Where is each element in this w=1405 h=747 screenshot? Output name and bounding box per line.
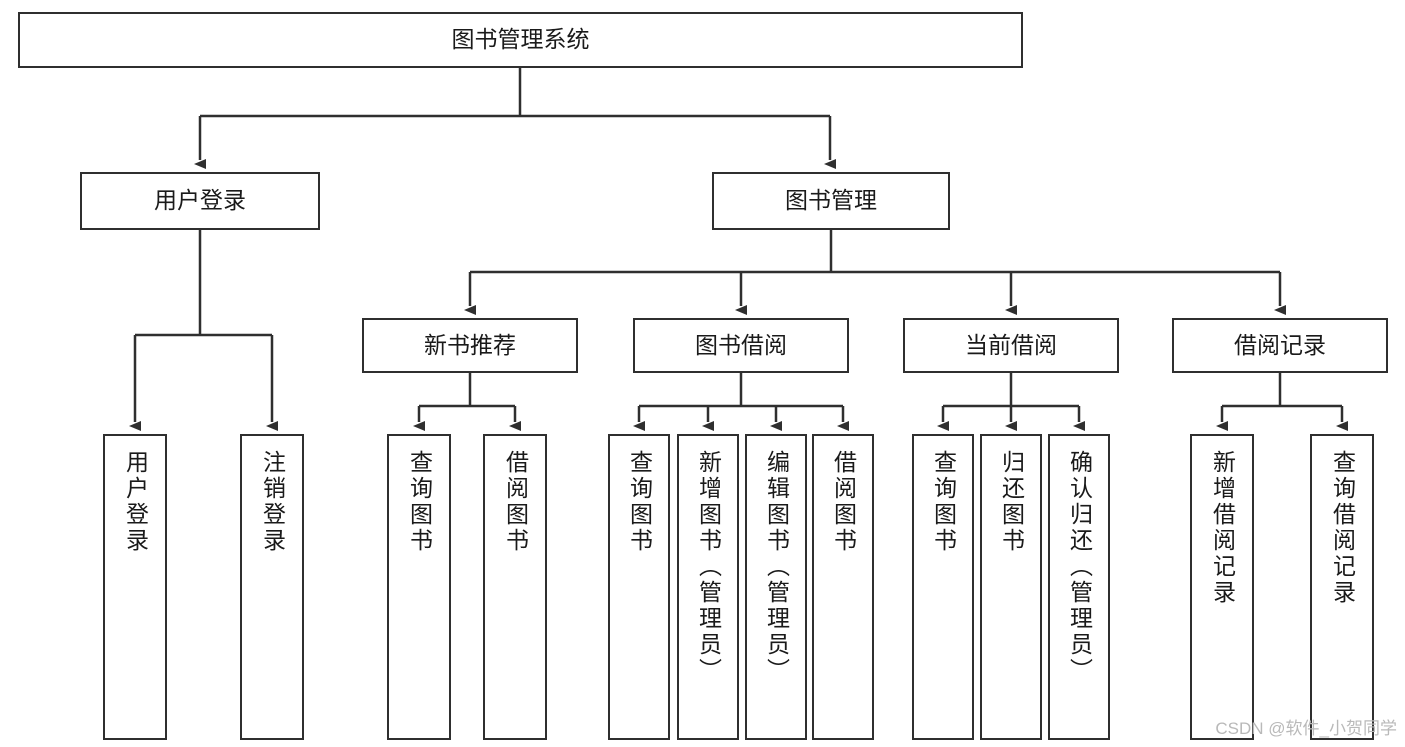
node-leaf-query-book-1-label: 查询图书 [406,450,433,554]
node-leaf-borrow-book-2[interactable]: 借阅图书 [812,434,874,740]
node-leaf-user-logout-label: 注销登录 [259,450,286,554]
node-leaf-confirm-return[interactable]: 确认归还（管理员） [1048,434,1110,740]
node-leaf-query-record-label: 查询借阅记录 [1329,450,1356,606]
node-leaf-add-book[interactable]: 新增图书（管理员） [677,434,739,740]
node-leaf-borrow-book-2-label: 借阅图书 [830,450,857,554]
node-leaf-return-book[interactable]: 归还图书 [980,434,1042,740]
node-current-borrow-label: 当前借阅 [965,331,1057,358]
node-book-borrow[interactable]: 图书借阅 [633,318,849,373]
node-leaf-add-record[interactable]: 新增借阅记录 [1190,434,1254,740]
node-leaf-user-login-label: 用户登录 [122,450,149,554]
node-new-book-recommend[interactable]: 新书推荐 [362,318,578,373]
node-root-label: 图书管理系统 [451,26,590,53]
node-leaf-query-book-2-label: 查询图书 [626,450,653,554]
node-leaf-query-book-1[interactable]: 查询图书 [387,434,451,740]
node-leaf-edit-book-label: 编辑图书（管理员） [763,450,790,684]
node-borrow-record[interactable]: 借阅记录 [1172,318,1388,373]
node-leaf-add-book-label: 新增图书（管理员） [695,450,722,684]
node-leaf-user-login[interactable]: 用户登录 [103,434,167,740]
node-leaf-query-record[interactable]: 查询借阅记录 [1310,434,1374,740]
node-borrow-record-label: 借阅记录 [1234,331,1326,358]
node-leaf-borrow-book-1[interactable]: 借阅图书 [483,434,547,740]
node-leaf-add-record-label: 新增借阅记录 [1209,450,1236,606]
node-book-manage-label: 图书管理 [785,187,877,214]
node-leaf-query-book-2[interactable]: 查询图书 [608,434,670,740]
node-leaf-confirm-return-label: 确认归还（管理员） [1066,450,1093,684]
node-leaf-query-book-3[interactable]: 查询图书 [912,434,974,740]
node-user-login[interactable]: 用户登录 [80,172,320,230]
node-leaf-return-book-label: 归还图书 [998,450,1025,554]
node-leaf-edit-book[interactable]: 编辑图书（管理员） [745,434,807,740]
node-leaf-query-book-3-label: 查询图书 [930,450,957,554]
node-book-manage[interactable]: 图书管理 [712,172,950,230]
node-user-login-label: 用户登录 [154,187,246,214]
node-leaf-user-logout[interactable]: 注销登录 [240,434,304,740]
node-book-borrow-label: 图书借阅 [695,331,787,358]
node-new-book-recommend-label: 新书推荐 [424,331,516,358]
node-current-borrow[interactable]: 当前借阅 [903,318,1119,373]
node-root[interactable]: 图书管理系统 [18,12,1023,68]
node-leaf-borrow-book-1-label: 借阅图书 [502,450,529,554]
